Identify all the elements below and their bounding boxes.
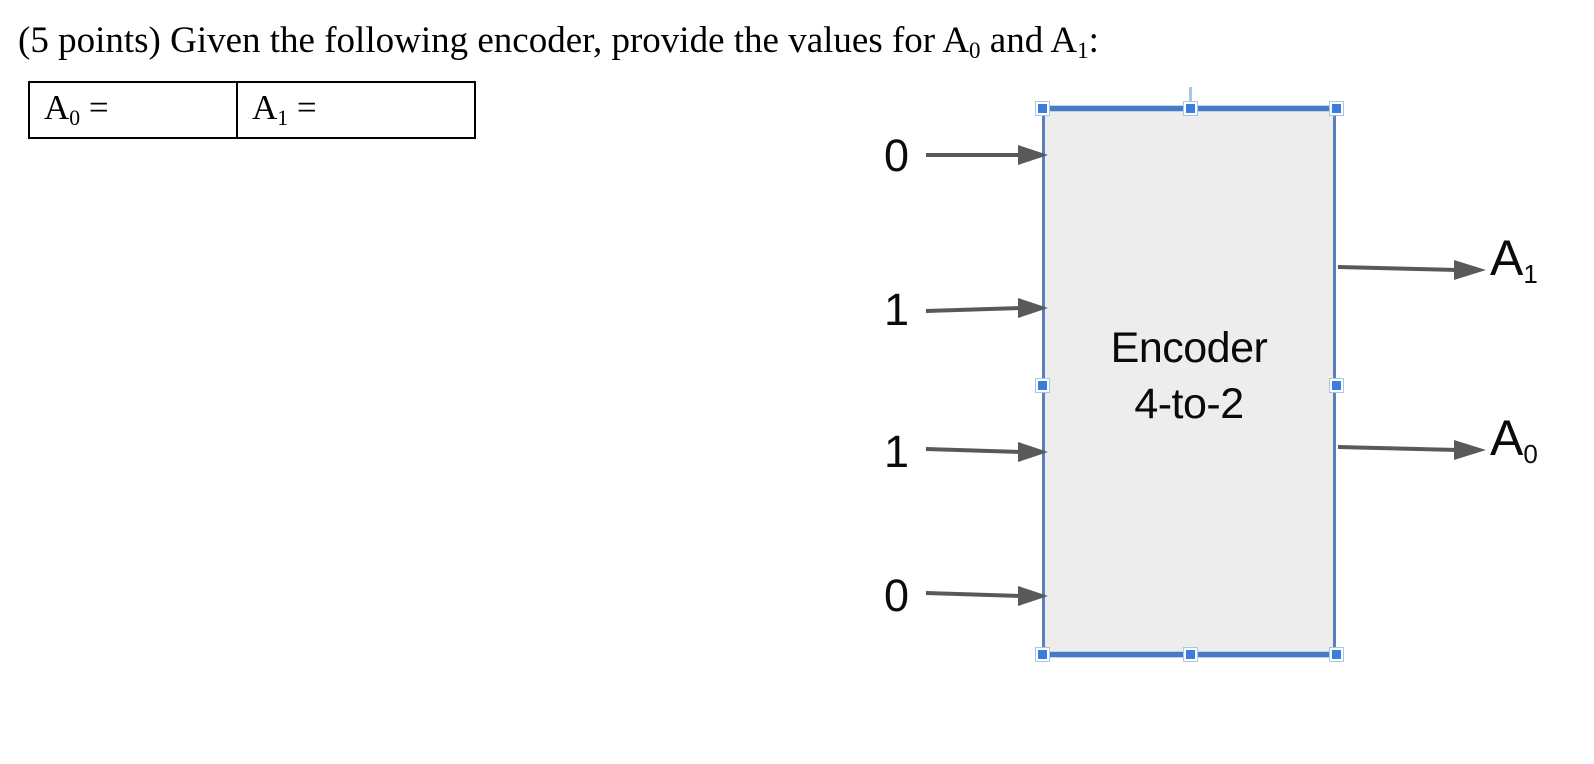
resize-handle-top-right[interactable] [1330, 102, 1343, 115]
A1-equals: = [288, 88, 317, 127]
A0-label-sub: 0 [69, 105, 81, 130]
resize-handle-middle-right[interactable] [1330, 379, 1343, 392]
A0-equals: = [80, 88, 109, 127]
prompt-tail: : [1088, 20, 1099, 61]
input-2-arrow-icon [925, 442, 1048, 462]
encoder-title-line2: 4-to-2 [1134, 380, 1244, 428]
page-title: (5 points) Given the following encoder, … [18, 19, 1099, 67]
A1-answer-cell[interactable]: A1 = [236, 81, 476, 139]
encoder-block-label: Encoder 4-to-2 [1042, 320, 1336, 432]
resize-handle-bottom-left[interactable] [1036, 648, 1049, 661]
input-0-label: 0 [884, 130, 910, 181]
A0-answer-cell[interactable]: A0 = [28, 81, 238, 139]
output-A1-label: A1 [1490, 233, 1538, 289]
A0-label-base: A [44, 88, 70, 127]
input-0-arrow-icon [926, 145, 1048, 165]
input-3-arrow-icon [925, 586, 1048, 606]
output-A1-base: A [1490, 230, 1524, 286]
input-1-arrow-icon [925, 298, 1048, 318]
prompt-lead: (5 points) Given the following encoder, … [18, 20, 970, 61]
output-A0-base: A [1490, 410, 1524, 466]
resize-handle-middle-left[interactable] [1036, 379, 1049, 392]
table-row: A0 = A1 = [28, 81, 476, 139]
input-3-label: 0 [884, 570, 910, 621]
input-2-label: 1 [884, 426, 910, 477]
output-A0-label: A0 [1490, 413, 1538, 469]
output-A0-sub: 0 [1523, 438, 1538, 469]
encoder-block[interactable] [1042, 108, 1336, 655]
resize-handle-top-center[interactable] [1184, 102, 1197, 115]
answer-table: A0 = A1 = [28, 81, 476, 139]
resize-handle-bottom-right[interactable] [1330, 648, 1343, 661]
prompt-sub-a0: 0 [969, 37, 981, 63]
A1-label-sub: 1 [277, 105, 289, 130]
rotation-handle-stub[interactable] [1189, 87, 1192, 106]
prompt-middle: and A [980, 20, 1078, 61]
resize-handle-top-left[interactable] [1036, 102, 1049, 115]
prompt-sub-a1: 1 [1077, 37, 1089, 63]
input-1-label: 1 [884, 284, 910, 335]
output-A1-sub: 1 [1523, 258, 1538, 289]
encoder-title-line1: Encoder [1110, 324, 1268, 372]
resize-handle-bottom-center[interactable] [1184, 648, 1197, 661]
output-A0-arrow-icon [1337, 440, 1486, 460]
A1-label-base: A [252, 88, 278, 127]
output-A1-arrow-icon [1337, 260, 1486, 280]
